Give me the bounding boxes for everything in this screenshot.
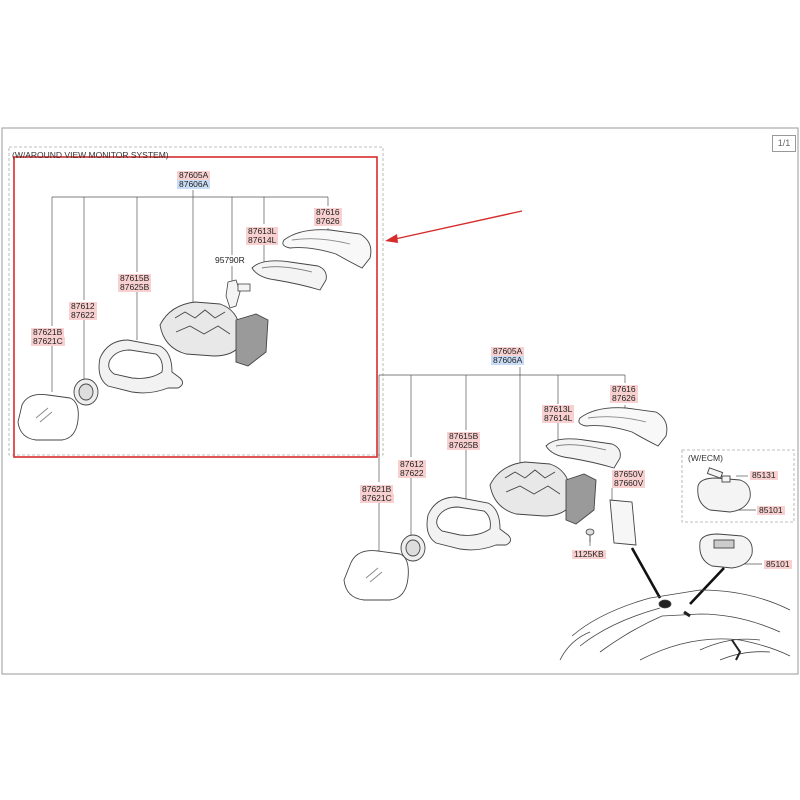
leader-lines-right — [378, 367, 762, 565]
screw-right — [585, 528, 595, 542]
label-cover-b-top[interactable]: 87626 — [314, 216, 342, 226]
label-cover-b-right[interactable]: 87626 — [610, 393, 638, 403]
label-assy-a-right[interactable]: 87605A — [491, 346, 525, 356]
label-trim-a-right[interactable]: 87650V — [612, 469, 646, 479]
label-lamp-a-top[interactable]: 87613L — [246, 226, 279, 236]
lamp-right — [545, 438, 621, 469]
label-trim-b-right[interactable]: 87660V — [612, 478, 646, 488]
label-glass-a-right[interactable]: 87621B — [360, 484, 394, 494]
label-assy-b-right[interactable]: 87606A — [491, 355, 525, 365]
label-housing-a-right[interactable]: 87615B — [447, 431, 481, 441]
label-ecm-bulb[interactable]: 85131 — [750, 470, 778, 480]
inside-mirror — [699, 533, 753, 569]
page-counter: 1/1 — [772, 135, 796, 152]
label-actuator-a-top[interactable]: 87612 — [69, 301, 97, 311]
mirror-glass-top — [17, 394, 79, 441]
label-lamp-b-top[interactable]: 87614L — [246, 235, 279, 245]
label-actuator-b-right[interactable]: 87622 — [398, 468, 426, 478]
mirror-body-top — [159, 301, 269, 367]
label-actuator-a-right[interactable]: 87612 — [398, 459, 426, 469]
housing-frame-top — [98, 339, 183, 394]
label-glass-b-right[interactable]: 87621C — [360, 493, 394, 503]
camera-top — [225, 279, 251, 309]
label-lamp-a-right[interactable]: 87613L — [542, 404, 575, 414]
label-glass-a-top[interactable]: 87621B — [31, 327, 65, 337]
label-actuator-b-top[interactable]: 87622 — [69, 310, 97, 320]
label-cover-a-right[interactable]: 87616 — [610, 384, 638, 394]
mirror-glass-right — [343, 550, 409, 601]
highlight-box — [13, 156, 378, 458]
leader-lines-top — [51, 190, 329, 392]
label-camera-top[interactable]: 95790R — [215, 255, 245, 265]
around-view-note: (W/AROUND VIEW MONITOR SYSTEM) — [12, 150, 169, 160]
label-assy-a-top[interactable]: 87605A — [177, 170, 211, 180]
mirror-body-right — [489, 461, 597, 525]
label-housing-a-top[interactable]: 87615B — [118, 273, 152, 283]
label-housing-b-right[interactable]: 87625B — [447, 440, 481, 450]
cover-right — [578, 407, 668, 447]
ecm-note: (W/ECM) — [688, 453, 723, 463]
label-assy-b-top[interactable]: 87606A — [177, 179, 211, 189]
highlight-arrow — [385, 210, 523, 243]
car-outline — [559, 589, 791, 661]
label-housing-b-top[interactable]: 87625B — [118, 282, 152, 292]
cover-top — [282, 229, 372, 269]
around-view-dashed-group — [8, 146, 384, 456]
location-pointers — [630, 547, 725, 605]
label-screw-right[interactable]: 1125KB — [572, 549, 606, 559]
ecm-dashed-box — [681, 449, 795, 523]
label-glass-b-top[interactable]: 87621C — [31, 336, 65, 346]
label-lamp-b-right[interactable]: 87614L — [542, 413, 575, 423]
lamp-top — [251, 260, 327, 291]
label-cover-a-top[interactable]: 87616 — [314, 207, 342, 217]
ecm-mirror — [697, 467, 751, 513]
trim-right — [609, 499, 637, 546]
page-frame — [1, 127, 799, 675]
housing-frame-right — [426, 496, 511, 551]
actuator-right — [400, 534, 426, 562]
label-ecm-mirror[interactable]: 85101 — [757, 505, 785, 515]
label-inside-mirror[interactable]: 85101 — [764, 559, 792, 569]
actuator-top — [73, 378, 99, 406]
